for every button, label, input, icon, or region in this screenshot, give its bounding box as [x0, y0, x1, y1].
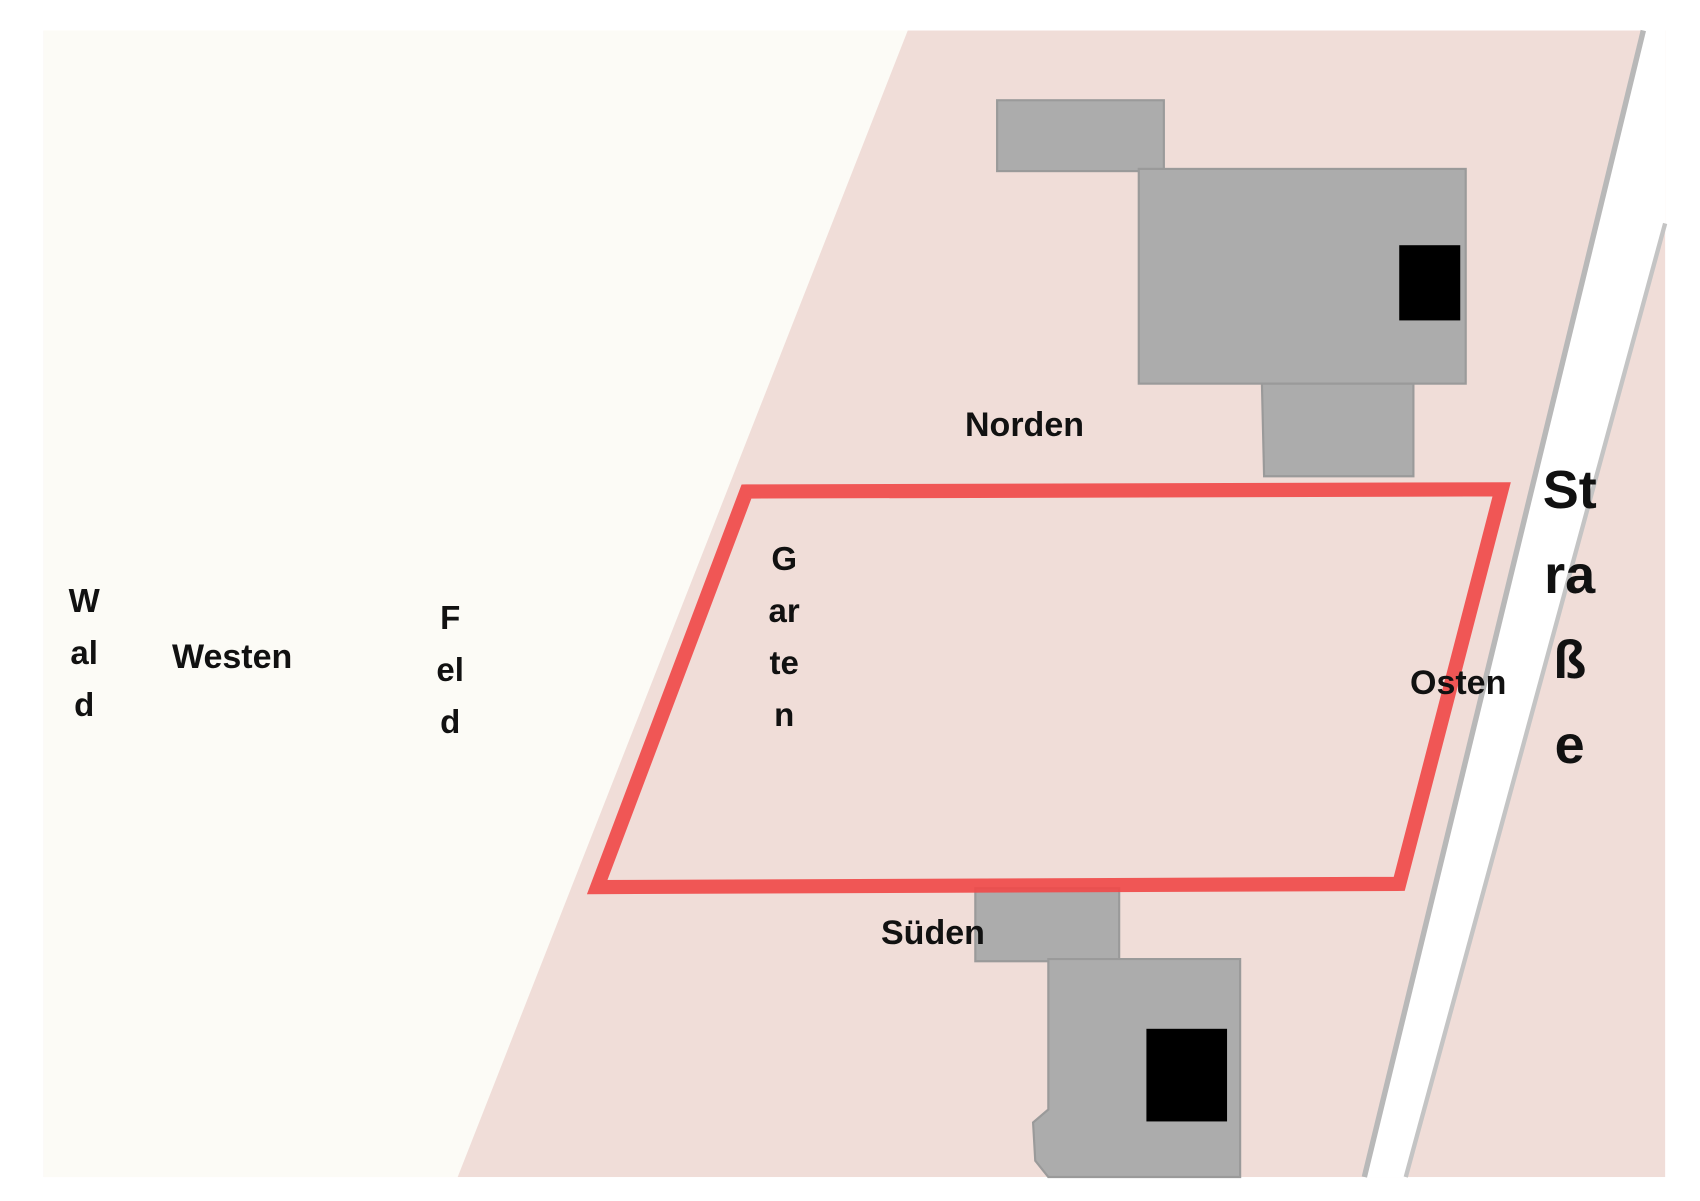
- label-east: Osten: [1410, 664, 1507, 702]
- road-edge-west: [1361, 29, 1646, 1178]
- north-building: [996, 99, 1467, 478]
- field-area: [43, 30, 908, 1178]
- north-building-marker: [1399, 245, 1461, 321]
- road-edge-east: [1403, 222, 1668, 1178]
- road: [1364, 30, 1666, 1178]
- label-street: Straße: [1542, 460, 1597, 775]
- south-building: [974, 887, 1242, 1179]
- label-field: Feld: [436, 599, 464, 740]
- south-building-marker: [1146, 1028, 1228, 1122]
- label-west: Westen: [172, 638, 293, 676]
- label-garden: Garten: [768, 540, 800, 733]
- label-north: Norden: [965, 406, 1084, 444]
- label-south: Süden: [881, 914, 985, 952]
- garden-plot-outline: [586, 482, 1511, 895]
- label-forest: Wald: [68, 582, 100, 723]
